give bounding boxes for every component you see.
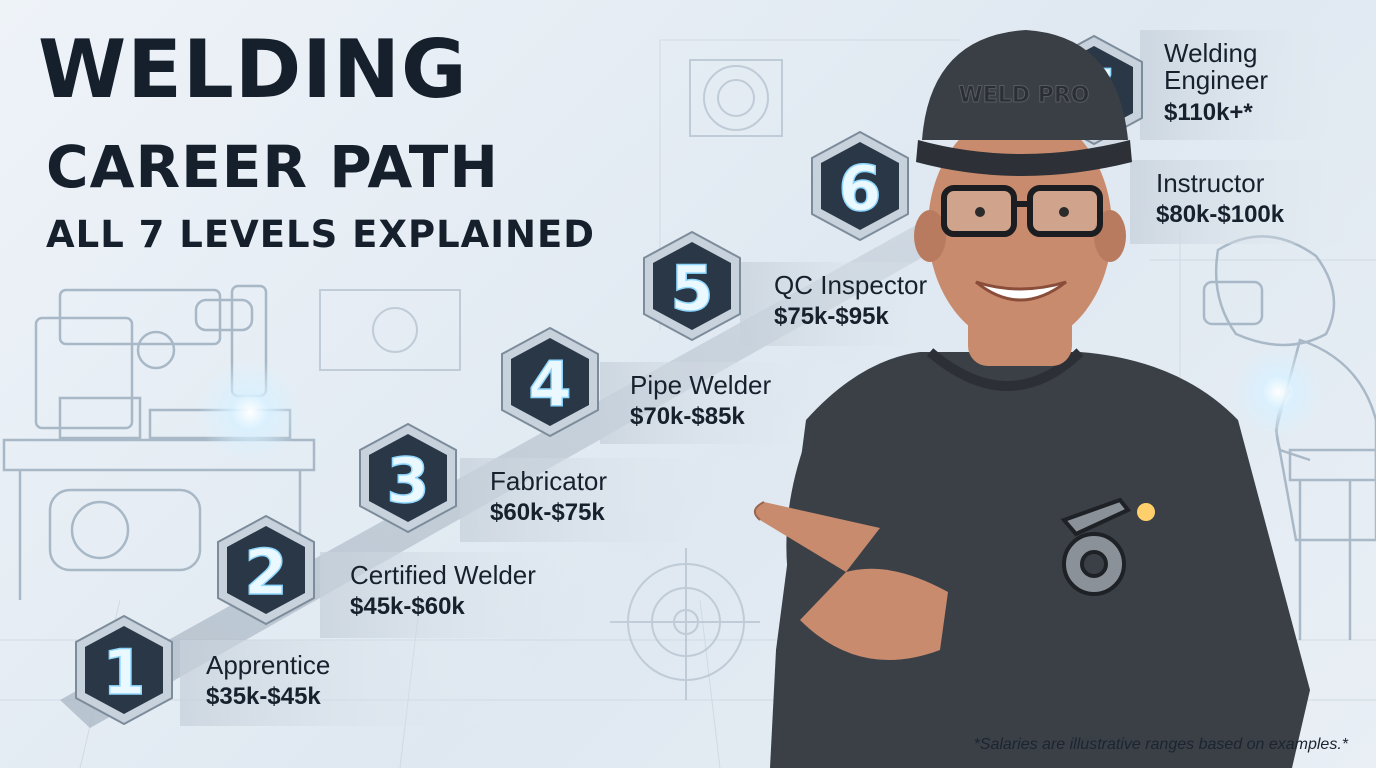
- level-5-text: QC Inspector $75k-$95k: [774, 270, 928, 331]
- level-4-title: Pipe Welder: [630, 370, 772, 400]
- level-2-salary: $45k-$60k: [350, 593, 465, 621]
- level-6-number: 6: [838, 152, 881, 225]
- level-3-title: Fabricator: [490, 466, 608, 496]
- level-1-title: Apprentice: [206, 650, 331, 680]
- level-7-badge: 7: [1034, 30, 1154, 150]
- level-6-salary: $80k-$100k: [1156, 201, 1285, 229]
- level-7-title: Welding Engineer: [1164, 38, 1269, 96]
- level-3-number: 3: [386, 444, 429, 517]
- level-7-salary: $110k+*: [1164, 98, 1253, 126]
- level-5-badge: 5: [632, 226, 752, 346]
- salary-footnote: *Salaries are illustrative ranges based …: [973, 736, 1348, 753]
- level-2-title: Certified Welder: [350, 560, 536, 590]
- level-7-text: Welding Engineer $110k+*: [1164, 38, 1324, 127]
- level-4-badge: 4: [490, 322, 610, 442]
- title-line-1: WELDING: [38, 23, 468, 116]
- level-3-text: Fabricator $60k-$75k: [490, 466, 608, 527]
- level-1-text: Apprentice $35k-$45k: [206, 650, 331, 711]
- level-6-badge: 6: [800, 126, 920, 246]
- level-1-number: 1: [102, 636, 145, 709]
- level-2-badge: 2: [206, 510, 326, 630]
- level-4-salary: $70k-$85k: [630, 403, 745, 431]
- level-6-title: Instructor: [1156, 168, 1265, 198]
- level-4-number: 4: [528, 348, 571, 421]
- level-4-text: Pipe Welder $70k-$85k: [630, 370, 772, 431]
- level-3-badge: 3: [348, 418, 468, 538]
- level-1-badge: 1: [64, 610, 184, 730]
- level-1-salary: $35k-$45k: [206, 683, 321, 711]
- level-3-salary: $60k-$75k: [490, 499, 605, 527]
- level-2-number: 2: [244, 536, 287, 609]
- title-line-3: ALL 7 LEVELS EXPLAINED: [46, 213, 596, 256]
- level-2-text: Certified Welder $45k-$60k: [350, 560, 536, 621]
- level-6-text: Instructor $80k-$100k: [1156, 168, 1285, 229]
- level-7-number: 7: [1072, 56, 1115, 129]
- level-5-number: 5: [670, 252, 713, 325]
- level-5-title: QC Inspector: [774, 270, 928, 300]
- level-5-salary: $75k-$95k: [774, 303, 889, 331]
- title-line-2: CAREER PATH: [46, 133, 499, 201]
